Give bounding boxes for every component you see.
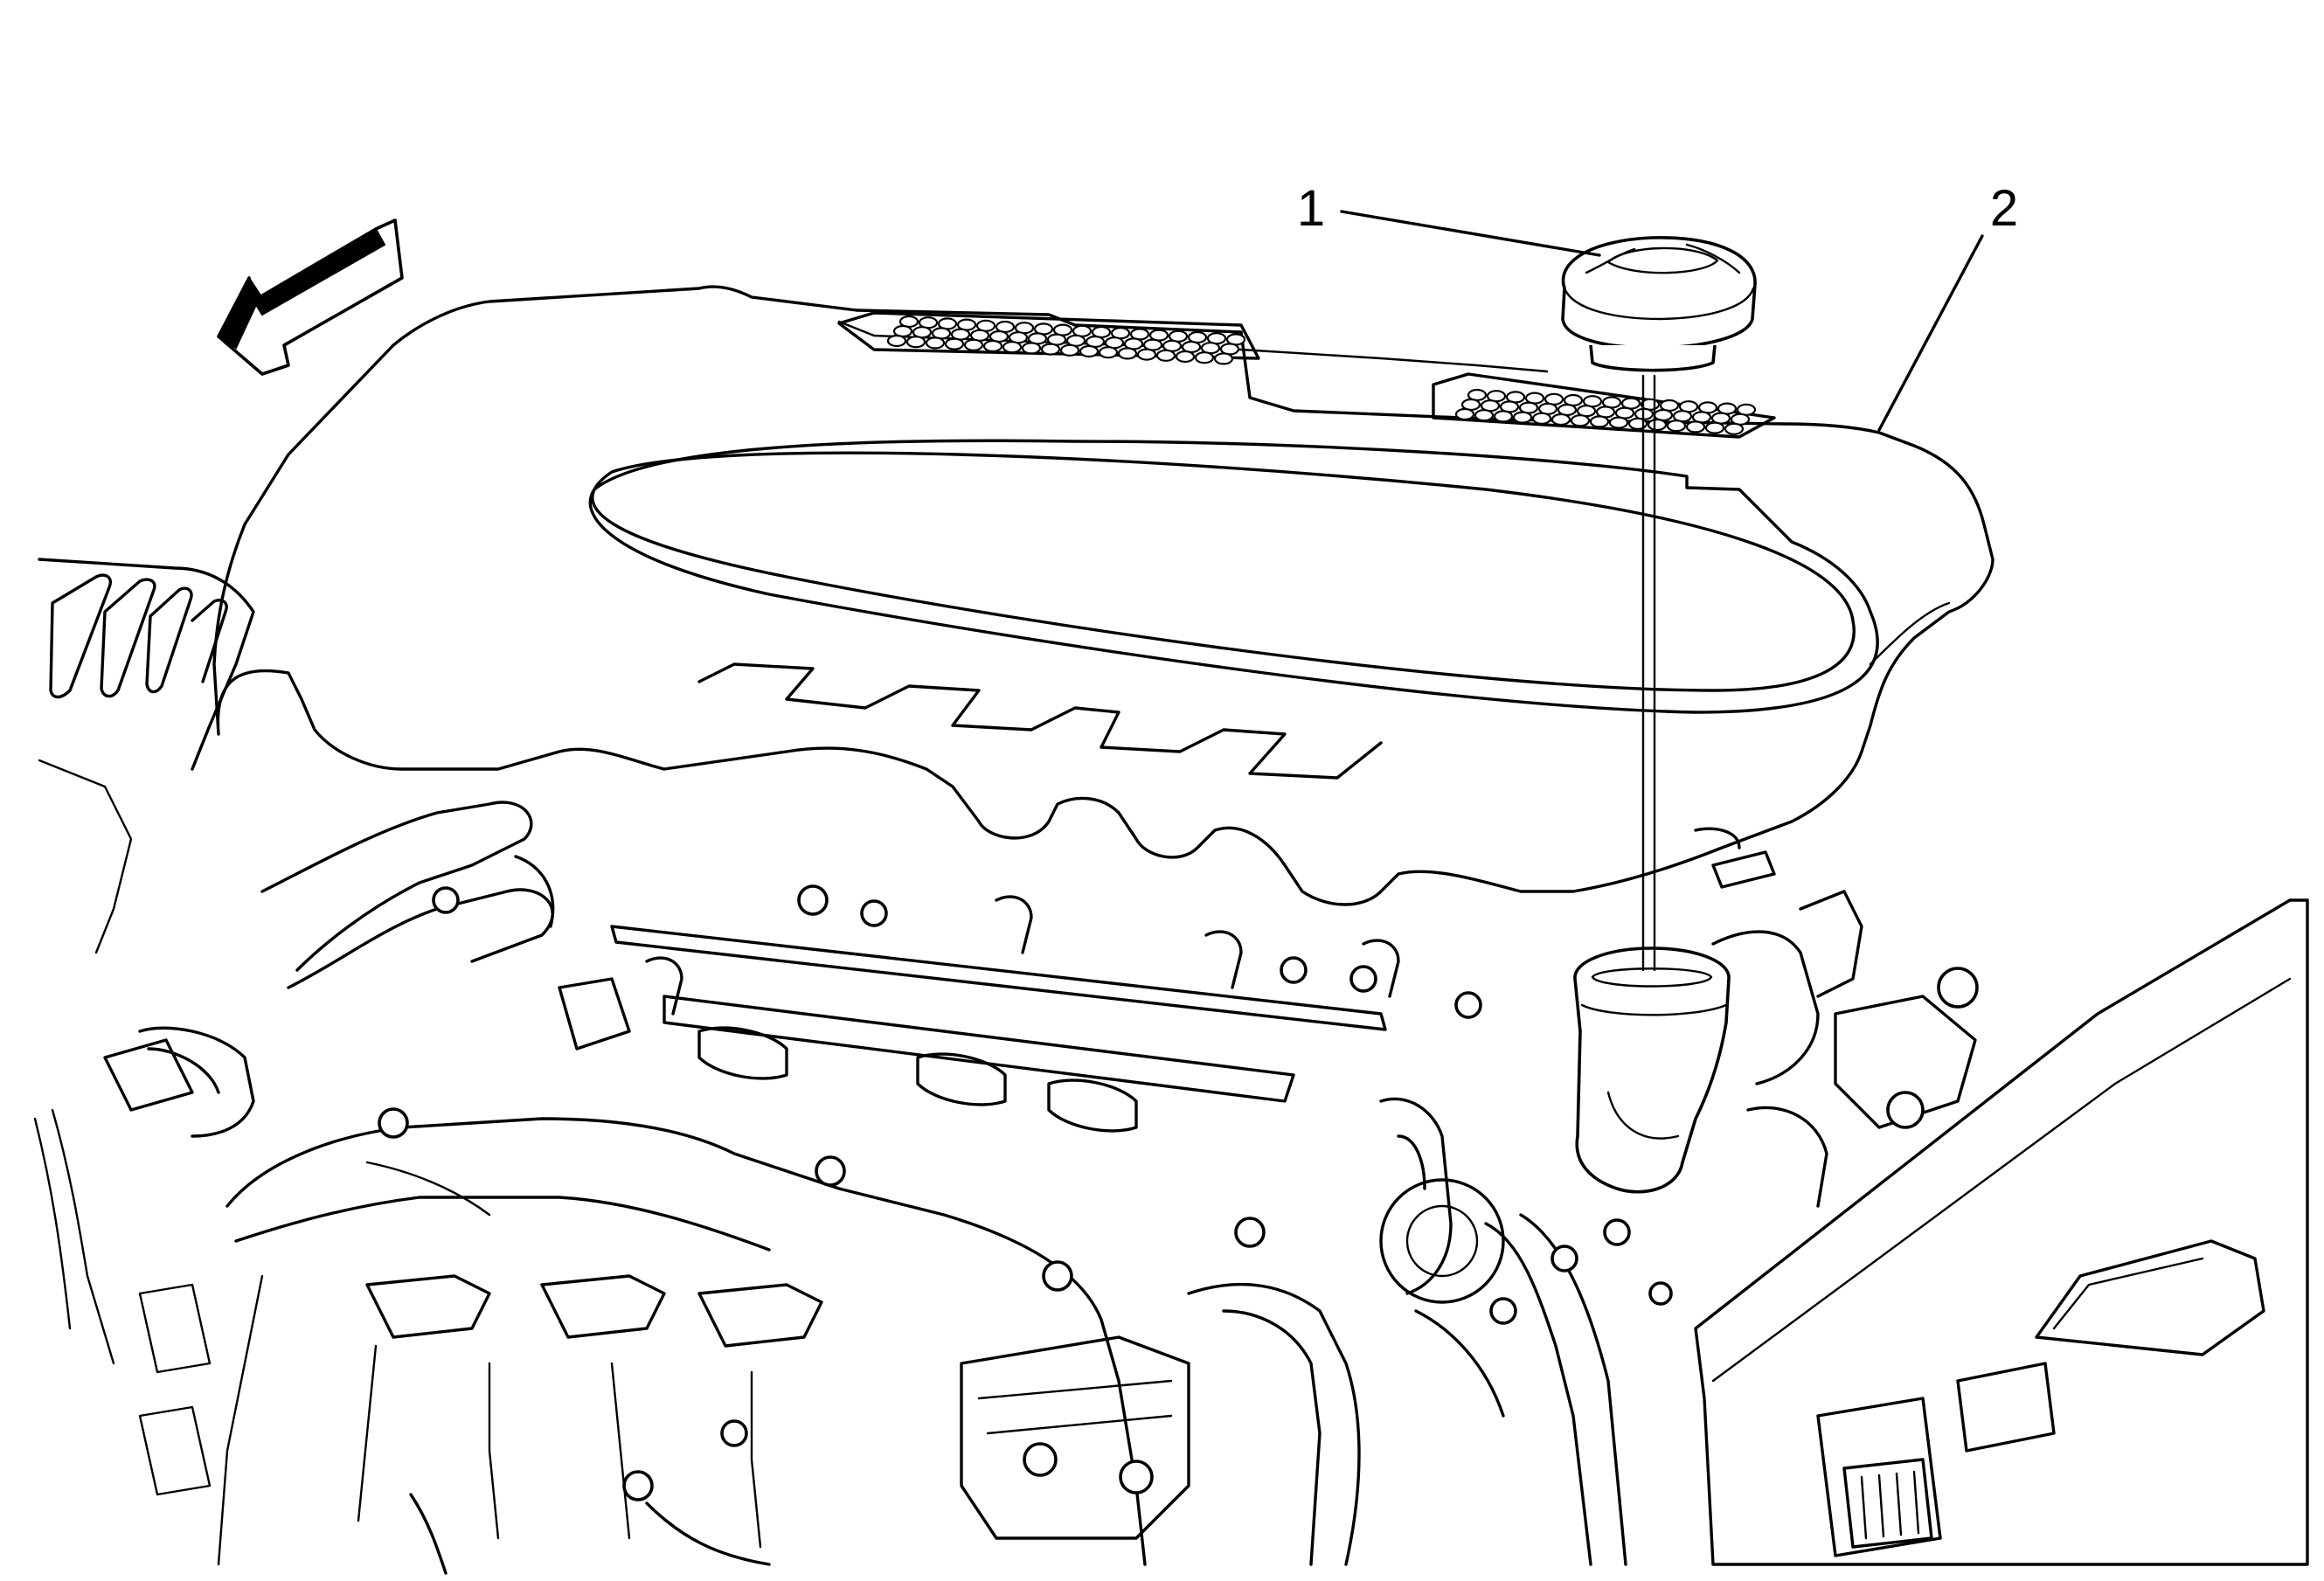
vent-hole — [1040, 343, 1061, 356]
vent-hole — [1550, 413, 1571, 426]
engine-components — [33, 558, 2309, 1575]
vent-hole — [1155, 349, 1176, 362]
vent-hole — [1493, 410, 1514, 423]
vent-hole — [905, 336, 926, 349]
vent-hole — [1136, 348, 1157, 361]
vent-hole — [886, 334, 907, 348]
vent-hole — [1589, 415, 1610, 428]
vent-hole — [1021, 342, 1042, 355]
vent-hole — [1512, 411, 1533, 424]
front-direction-arrow-icon — [217, 218, 404, 376]
vent-hole — [1685, 420, 1706, 433]
vent-hole — [1666, 420, 1687, 433]
oil-fill-cap — [1561, 236, 1757, 372]
vent-hole — [1704, 421, 1725, 434]
vent-hole — [1608, 416, 1629, 429]
engine-cover — [212, 285, 1994, 906]
vent-hole — [1002, 341, 1023, 354]
vent-hole — [1175, 350, 1196, 364]
vent-hole — [1724, 422, 1745, 435]
vent-hole — [1117, 347, 1138, 360]
callout-leader-lines — [1340, 210, 1984, 432]
vent-hole — [1570, 414, 1591, 427]
vent-hole — [1213, 352, 1234, 365]
vent-hole — [982, 339, 1003, 353]
vent-hole — [1474, 409, 1495, 422]
vent-hole — [1454, 407, 1475, 421]
vent-hole — [1647, 418, 1668, 432]
vent-hole — [944, 337, 965, 350]
vent-hole — [1098, 346, 1119, 359]
oil-fill-tube — [1573, 374, 1731, 1194]
callout-label-2: 2 — [1990, 180, 2018, 237]
vent-hole — [963, 338, 984, 351]
vent-hole — [925, 336, 946, 350]
vent-hole — [1079, 344, 1100, 358]
vent-hole — [1194, 351, 1215, 364]
vent-hole — [1059, 343, 1080, 357]
vent-hole — [1531, 412, 1552, 425]
callout-label-1: 1 — [1297, 180, 1325, 237]
